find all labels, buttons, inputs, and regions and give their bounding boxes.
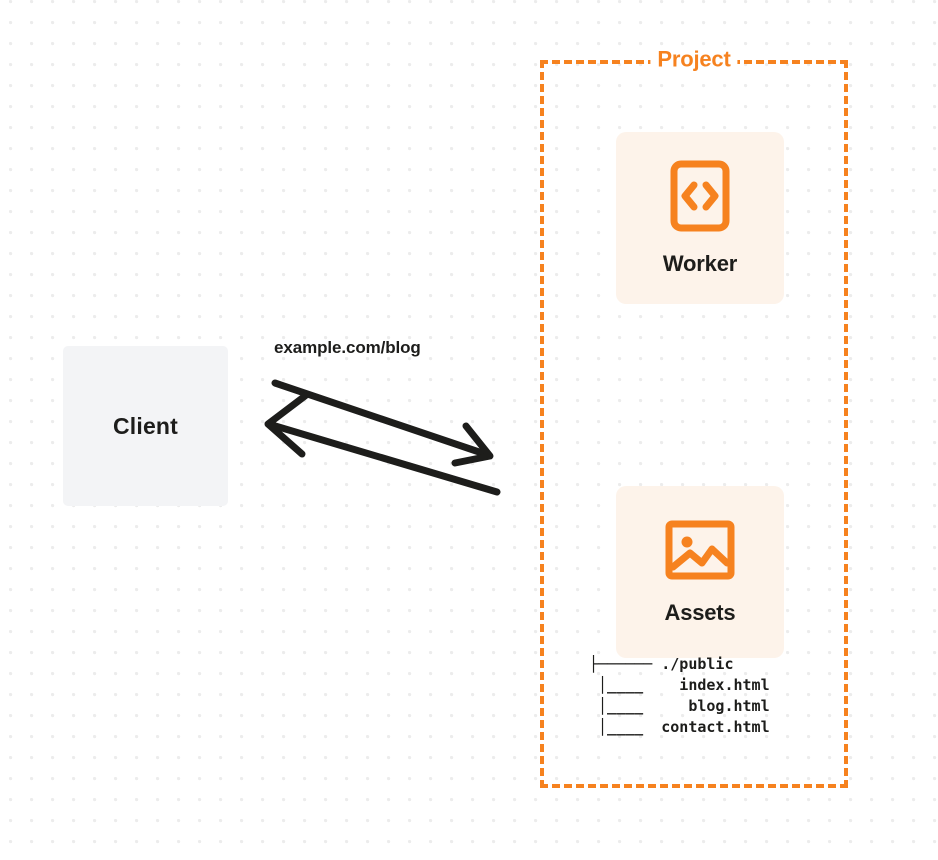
connector-group: example.com/blog [250,330,520,515]
image-icon [665,519,735,586]
project-container[interactable]: Project Worker Assets [540,46,848,788]
project-title: Project [650,46,738,73]
request-arrow [271,379,494,467]
request-url-label: example.com/blog [274,338,421,357]
assets-card[interactable]: Assets [616,486,784,658]
worker-card[interactable]: Worker [616,132,784,304]
response-arrow [264,392,501,496]
assets-label: Assets [664,599,736,625]
client-label: Client [112,412,179,439]
file-tree-row-index: │____ index.html [589,676,770,694]
file-tree-row-root: ├────── ./public [589,655,734,673]
assets-file-tree: ├────── ./public │____ index.html │____ … [589,654,770,738]
worker-label: Worker [662,250,738,276]
file-tree-row-blog: │____ blog.html [589,697,770,715]
client-node[interactable]: Client [63,346,228,506]
code-brackets-icon [670,160,730,237]
connector-arrows [264,379,501,496]
file-tree-row-contact: │____ contact.html [589,718,770,736]
